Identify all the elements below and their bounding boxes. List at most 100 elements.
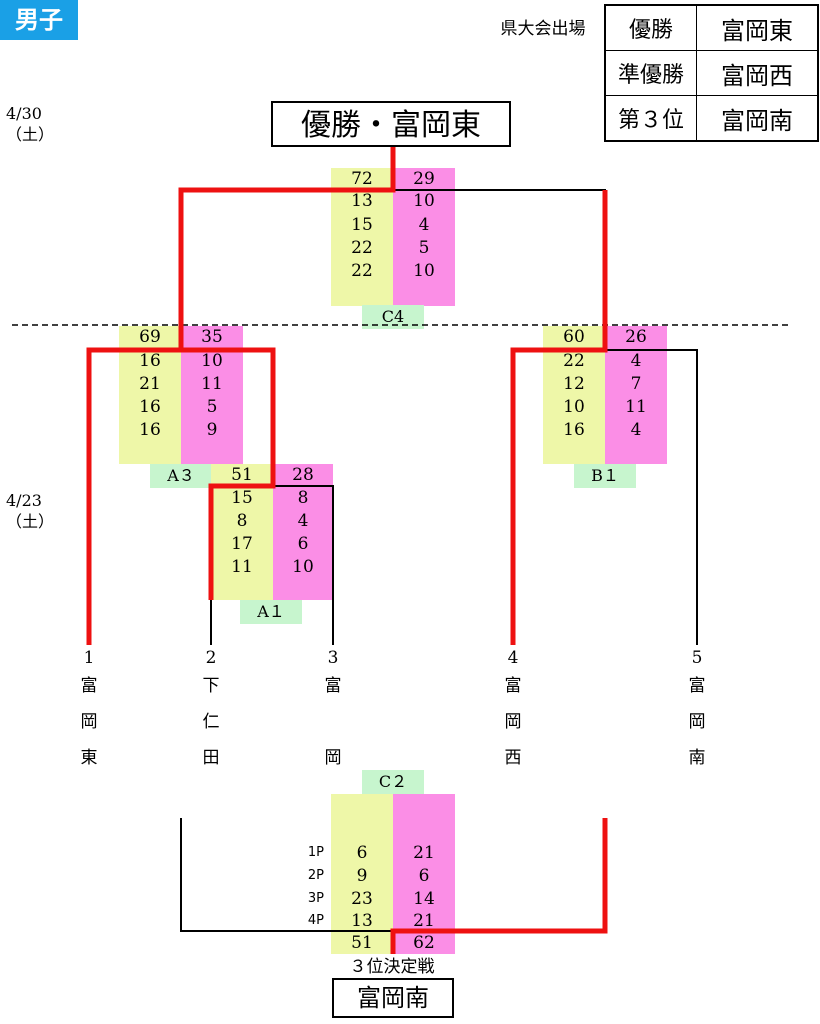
- period-4p: 4P: [307, 913, 324, 928]
- team-number: 1: [83, 648, 95, 668]
- period-1p: 1P: [307, 845, 324, 860]
- score-col-c2-right: [393, 794, 455, 954]
- score-c4-l2: 15: [351, 215, 373, 235]
- results-row: 優勝 富岡東: [604, 4, 819, 51]
- score-a3-l2: 21: [139, 374, 161, 394]
- results-row: 準優勝 富岡西: [604, 50, 819, 96]
- score-a1-r2: 4: [297, 511, 309, 531]
- team-name-char: 富: [324, 676, 342, 696]
- team-name-char: 岡: [324, 748, 342, 768]
- team-name-char: 下: [202, 676, 220, 696]
- c2-left-branch: [180, 818, 393, 932]
- team-name-char: 西: [504, 748, 522, 768]
- score-b1-l1: 22: [563, 351, 585, 371]
- score-a3-r4: 9: [206, 420, 218, 440]
- score-a3-l4: 16: [139, 420, 161, 440]
- team-name-char: 田: [202, 748, 220, 768]
- team-cell: 富岡南: [696, 95, 819, 142]
- score-a1-l0: 51: [231, 465, 253, 485]
- score-b1-l0: 60: [563, 327, 585, 347]
- score-c2-r3: 21: [413, 911, 435, 931]
- score-a1-r0: 28: [292, 465, 314, 485]
- score-a3-r2: 11: [201, 374, 223, 394]
- score-c4-r4: 10: [413, 261, 435, 281]
- date-first: 4/23 （土）: [6, 491, 55, 531]
- score-c4-l3: 22: [351, 238, 373, 258]
- score-a1-l2: 8: [236, 511, 248, 531]
- score-a3-l3: 16: [139, 397, 161, 417]
- team-number: 5: [691, 648, 703, 668]
- game-tag-b1: B１: [574, 464, 636, 488]
- period-2p: 2P: [307, 868, 324, 883]
- score-c4-r0: 29: [413, 169, 435, 189]
- team-number: 3: [327, 648, 339, 668]
- game-tag-c2: C２: [362, 770, 424, 794]
- score-c2-r4: 62: [413, 933, 435, 953]
- team-number: 4: [507, 648, 519, 668]
- date-final: 4/30 （土）: [6, 104, 55, 144]
- score-a3-l0: 69: [139, 327, 161, 347]
- score-c4-l4: 22: [351, 261, 373, 281]
- score-b1-l3: 10: [563, 397, 585, 417]
- team-name-char: 東: [80, 748, 98, 768]
- score-a1-r3: 6: [297, 534, 309, 554]
- team-name-char: 岡: [688, 712, 706, 732]
- score-c2-r2: 14: [413, 889, 435, 909]
- score-a1-l4: 11: [231, 557, 253, 577]
- period-3p: 3P: [307, 891, 324, 906]
- results-row: 第３位 富岡南: [604, 95, 819, 142]
- team-name-char: 南: [688, 748, 706, 768]
- team-cell: 富岡東: [696, 4, 819, 51]
- team-name-char: 富: [504, 676, 522, 696]
- score-c4-r2: 4: [418, 215, 430, 235]
- a1-right-branch: [273, 485, 334, 645]
- score-a3-r0: 35: [201, 327, 223, 347]
- score-c4-r1: 10: [413, 191, 435, 211]
- score-c4-l1: 13: [351, 191, 373, 211]
- results-table: 優勝 富岡東 準優勝 富岡西 第３位 富岡南: [604, 4, 819, 142]
- score-a1-l1: 15: [231, 488, 253, 508]
- score-b1-r0: 26: [625, 327, 647, 347]
- score-c2-l4: 51: [351, 933, 373, 953]
- game-tag-a1: A１: [240, 600, 302, 624]
- score-c4-l0: 72: [351, 169, 373, 189]
- score-b1-l2: 12: [563, 374, 585, 394]
- score-b1-l4: 16: [563, 420, 585, 440]
- score-b1-r3: 11: [625, 397, 647, 417]
- score-c2-l3: 13: [351, 911, 373, 931]
- b1-right-branch: [605, 349, 698, 645]
- score-b1-r4: 4: [630, 420, 642, 440]
- qualify-label: 県大会出場: [500, 19, 586, 39]
- score-a1-r1: 8: [297, 488, 309, 508]
- score-a3-r1: 10: [201, 351, 223, 371]
- team-name-char: 富: [80, 676, 98, 696]
- score-a3-r3: 5: [206, 397, 218, 417]
- third-place-label: ３位決定戦: [349, 957, 435, 977]
- team-number: 2: [205, 648, 217, 668]
- score-a1-l3: 17: [231, 534, 253, 554]
- rank-cell: 準優勝: [604, 50, 697, 96]
- game-tag-a3: A３: [150, 464, 212, 488]
- score-a3-l1: 16: [139, 351, 161, 371]
- score-b1-r1: 4: [630, 351, 642, 371]
- score-b1-r2: 7: [630, 374, 642, 394]
- team-name-char: 岡: [504, 712, 522, 732]
- score-c2-l2: 23: [351, 889, 373, 909]
- score-c2-l0: 6: [356, 843, 368, 863]
- score-col-c2-left: [331, 794, 393, 954]
- champion-path: [86, 147, 396, 645]
- score-c2-l1: 9: [356, 866, 368, 886]
- third-place-path: [390, 818, 608, 954]
- third-place-winner: 富岡南: [332, 978, 454, 1018]
- division-badge: 男子: [0, 0, 78, 40]
- team-name-char: 富: [688, 676, 706, 696]
- team-cell: 富岡西: [696, 50, 819, 96]
- team-name-char: 仁: [202, 712, 220, 732]
- score-a1-r4: 10: [292, 557, 314, 577]
- score-c2-r0: 21: [413, 843, 435, 863]
- a3-winner-path: [181, 347, 276, 600]
- team-name-char: 岡: [80, 712, 98, 732]
- score-c2-r1: 6: [418, 866, 430, 886]
- b1-winner-path: [510, 190, 608, 645]
